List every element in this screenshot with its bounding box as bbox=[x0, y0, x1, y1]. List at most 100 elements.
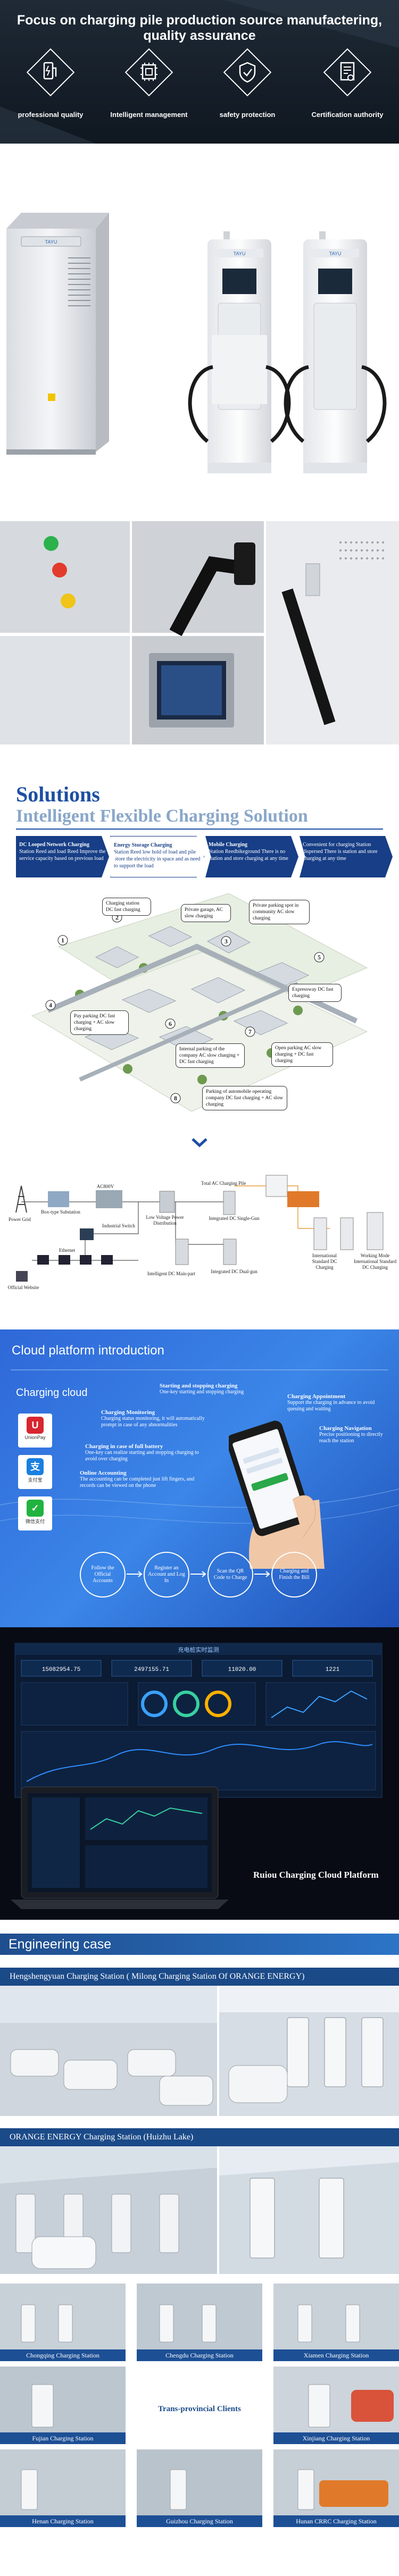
case-2-photos bbox=[0, 2146, 399, 2274]
label-box-substation: Box-type Substation bbox=[41, 1209, 80, 1215]
label-ac-charging-pile: Total AC Charging Pile bbox=[201, 1181, 246, 1186]
monitoring-section: 充电桩实时监测 15082954.75 2497155.71 11020.00 … bbox=[0, 1627, 399, 1920]
callout-private-garage: Private garage, AC slow charging bbox=[181, 904, 231, 922]
wechat-pay-button[interactable]: ✓ 微信支付 bbox=[18, 1496, 52, 1530]
svg-text:6: 6 bbox=[169, 1020, 172, 1027]
charging-network-diagram: Power Grid Box-type Substation AC800V Lo… bbox=[0, 1154, 399, 1329]
chevron-down-icon bbox=[192, 1138, 207, 1148]
cloud-title: Cloud platform introduction bbox=[12, 1343, 164, 1358]
cabinet-brand: TAYU bbox=[45, 239, 57, 245]
case-2-caption: ORANGE ENERGY Charging Station (Huizhu L… bbox=[0, 2128, 399, 2146]
thumb-caption-chengdu: Chengdu Charging Station bbox=[137, 2349, 262, 2361]
case-1-caption: Hengshengyuan Charging Station ( Milong … bbox=[0, 1968, 399, 1986]
charger-icon bbox=[43, 62, 57, 80]
network-topology bbox=[15, 1175, 384, 1282]
thumb-caption-xinjiang: Xinjiang Charging Station bbox=[273, 2432, 399, 2444]
svg-text:TAYU: TAYU bbox=[329, 251, 342, 256]
thumbnail-grid-photos bbox=[0, 2284, 399, 2515]
svg-text:TAYU: TAYU bbox=[234, 251, 246, 256]
label-dc-single-gun: Integrated DC Single-Gun bbox=[209, 1216, 260, 1221]
phone-in-hand-image bbox=[229, 1420, 325, 1569]
feature-professional-quality: professional quality bbox=[11, 47, 90, 119]
callout-charging-station: Charging station DC fast charging bbox=[102, 898, 151, 916]
label-low-voltage: Low Voltage Power Distribution bbox=[146, 1215, 184, 1226]
charging-pile-1: TAYU bbox=[188, 231, 291, 473]
yellow-indicator-light bbox=[61, 593, 76, 608]
platform-name: Ruiou Charging Cloud Platform bbox=[253, 1870, 379, 1880]
callout-operating-company: Parking of automobile operating company … bbox=[202, 1086, 287, 1110]
step-register-login: Register an Account and Log In bbox=[144, 1552, 189, 1598]
callout-open-parking: Open parking AC slow charging + DC fast … bbox=[271, 1042, 333, 1067]
callout-pay-parking: Pay parking DC fast charging + AC slow c… bbox=[70, 1010, 129, 1035]
alipay-button[interactable]: 支 支付宝 bbox=[18, 1455, 52, 1489]
engineering-title: Engineering case bbox=[0, 1934, 399, 1955]
feature-intelligent-management: Intelligent management bbox=[109, 47, 189, 119]
stat-value-4: 1221 bbox=[326, 1667, 340, 1673]
product-showcase: TAYU TAYU TAYU bbox=[0, 144, 399, 511]
feature-label: Intelligent management bbox=[110, 111, 188, 119]
cloud-platform-section: Cloud platform introduction Charging clo… bbox=[0, 1329, 399, 1627]
feature-label: Certification authority bbox=[311, 111, 384, 119]
charging-cloud-label: Charging cloud bbox=[16, 1387, 88, 1399]
shield-check-icon bbox=[239, 62, 256, 83]
dashboard-header: 充电桩实时监测 bbox=[178, 1646, 219, 1653]
svg-text:2: 2 bbox=[115, 914, 119, 921]
svg-text:7: 7 bbox=[248, 1028, 252, 1035]
stat-value-3: 11020.00 bbox=[228, 1667, 256, 1673]
thumb-caption-hunan: Hunan CRRC Charging Station bbox=[273, 2515, 399, 2527]
detail-closeups bbox=[0, 511, 399, 760]
chip-icon bbox=[140, 63, 157, 81]
feature-certification-authority: Certification authority bbox=[307, 47, 387, 119]
thumb-caption-xiamen: Xiamen Charging Station bbox=[273, 2349, 399, 2361]
label-ac800v: AC800V bbox=[96, 1184, 114, 1189]
svg-text:5: 5 bbox=[318, 954, 321, 961]
engineering-case-section: Engineering case Hengshengyuan Charging … bbox=[0, 1920, 399, 2576]
svg-text:1: 1 bbox=[61, 936, 64, 944]
step-follow-accounts: Follow the Official Accounts bbox=[80, 1552, 126, 1598]
svg-text:3: 3 bbox=[225, 938, 228, 945]
solutions-title: Solutions bbox=[16, 782, 100, 806]
section-arrow bbox=[0, 1133, 399, 1154]
feature-label: safety protection bbox=[219, 111, 276, 119]
detail-photos bbox=[0, 521, 399, 745]
svg-text:4: 4 bbox=[49, 1001, 52, 1009]
tab-convenient-charging[interactable]: Convenient for charging Station disperse… bbox=[300, 836, 393, 877]
hero-background bbox=[0, 0, 399, 144]
wechat-pay-icon: ✓ bbox=[27, 1500, 44, 1517]
thumb-caption-chongqing: Chongqing Charging Station bbox=[0, 2349, 126, 2361]
step-arrows bbox=[127, 1571, 270, 1577]
solutions-section: Solutions Intelligent Flexible Charging … bbox=[0, 760, 399, 1133]
thumb-caption-henan: Henan Charging Station bbox=[0, 2515, 126, 2527]
svg-text:8: 8 bbox=[174, 1094, 177, 1102]
solutions-subtitle: Intelligent Flexible Charging Solution bbox=[16, 806, 308, 826]
step-finish-bill: Charging and Finish the Bill bbox=[271, 1552, 317, 1598]
feature-label: professional quality bbox=[18, 111, 84, 119]
charging-pile-2: TAYU bbox=[284, 231, 387, 473]
thumb-caption-fujian: Fujian Charging Station bbox=[0, 2432, 126, 2444]
green-indicator-light bbox=[44, 536, 59, 551]
label-working-mode: Working Mode International Standard DC C… bbox=[353, 1253, 397, 1270]
red-indicator-light bbox=[52, 563, 67, 578]
case-1-photos bbox=[0, 1986, 399, 2116]
hero-banner: Focus on charging pile production source… bbox=[0, 0, 399, 144]
label-dc-dual-gun: Integrated DC Dual-gun bbox=[211, 1269, 257, 1274]
step-scan-qr: Scan the QR Code to Charge bbox=[207, 1552, 253, 1598]
feature-safety-protection: safety protection bbox=[207, 47, 287, 119]
thumb-caption-guizhou: Guizhou Charging Station bbox=[137, 2515, 262, 2527]
callout-expressway: Expressway DC fast charging bbox=[288, 984, 342, 1002]
solutions-divider bbox=[16, 829, 383, 830]
unionpay-button[interactable]: U UnionPay bbox=[18, 1414, 52, 1448]
monitoring-dashboard: 充电桩实时监测 15082954.75 2497155.71 11020.00 … bbox=[11, 1643, 383, 1909]
certificate-icon bbox=[340, 62, 355, 81]
stat-value-2: 2497155.71 bbox=[134, 1667, 169, 1673]
